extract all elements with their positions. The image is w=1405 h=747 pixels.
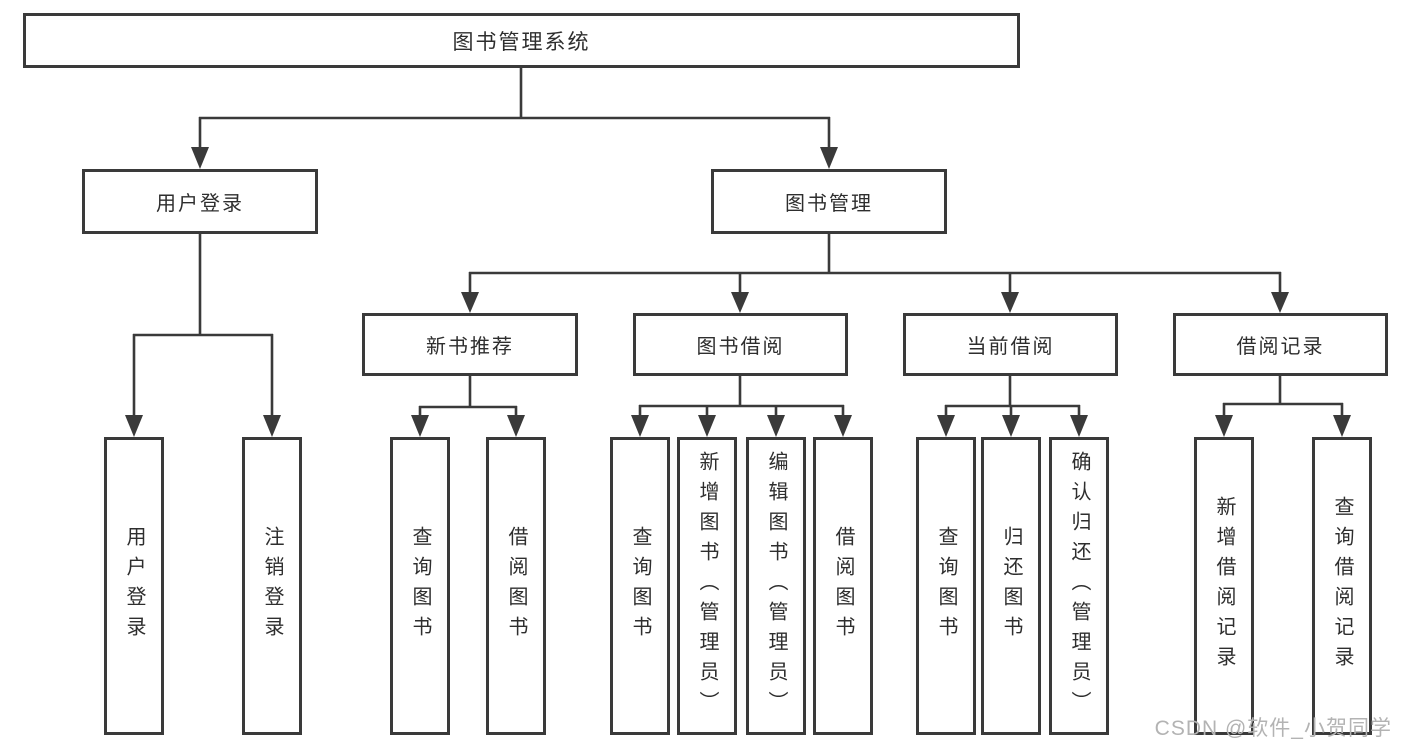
leaf-query-book-current-label: 查询图书 (935, 526, 957, 646)
node-new-book-recommend: 新书推荐 (362, 313, 578, 376)
connector-userlogin-to-leaves (132, 233, 274, 416)
leaf-query-book-current: 查询图书 (916, 437, 976, 735)
node-current-borrowing: 当前借阅 (903, 313, 1118, 376)
connector-borrowing-to-leaves (638, 376, 845, 416)
leaf-edit-book-admin-label: 编辑图书（管理员） (765, 451, 787, 721)
leaf-user-login: 用户登录 (104, 437, 164, 735)
node-book-borrowing-label: 图书借阅 (696, 336, 785, 358)
connector-bookmgmt-to-level3 (468, 234, 1282, 293)
leaf-borrow-book-borrowing: 借阅图书 (813, 437, 873, 735)
node-root: 图书管理系统 (23, 13, 1020, 68)
node-borrowing-records: 借阅记录 (1173, 313, 1388, 376)
node-book-management: 图书管理 (711, 169, 947, 234)
leaf-logout-label: 注销登录 (261, 526, 283, 646)
leaf-logout: 注销登录 (242, 437, 302, 735)
node-user-login-label: 用户登录 (156, 193, 244, 215)
leaf-query-book-recommend-label: 查询图书 (409, 526, 431, 646)
node-current-borrowing-label: 当前借阅 (966, 336, 1055, 358)
leaf-confirm-return-admin: 确认归还（管理员） (1049, 437, 1109, 735)
node-user-login: 用户登录 (82, 169, 318, 234)
connector-records-to-leaves (1222, 376, 1344, 416)
leaf-user-login-label: 用户登录 (123, 526, 145, 646)
leaf-query-borrow-record: 查询借阅记录 (1312, 437, 1372, 735)
node-root-label: 图书管理系统 (452, 30, 591, 54)
leaf-borrow-book-recommend-label: 借阅图书 (505, 526, 527, 646)
arrowheads (125, 147, 1351, 437)
leaf-query-book-recommend: 查询图书 (390, 437, 450, 735)
connector-root-to-level2 (198, 68, 831, 148)
leaf-borrow-book-borrowing-label: 借阅图书 (832, 526, 854, 646)
node-new-book-recommend-label: 新书推荐 (426, 336, 514, 358)
connector-current-to-leaves (944, 376, 1081, 416)
leaf-query-book-borrowing: 查询图书 (610, 437, 670, 735)
leaf-return-book-label: 归还图书 (1000, 526, 1022, 646)
leaf-query-book-borrowing-label: 查询图书 (629, 526, 651, 646)
leaf-add-book-admin-label: 新增图书（管理员） (696, 451, 718, 721)
leaf-add-borrow-record: 新增借阅记录 (1194, 437, 1254, 735)
leaf-add-borrow-record-label: 新增借阅记录 (1213, 496, 1235, 676)
leaf-add-book-admin: 新增图书（管理员） (677, 437, 737, 735)
node-borrowing-records-label: 借阅记录 (1236, 336, 1325, 358)
node-book-management-label: 图书管理 (785, 193, 873, 215)
connector-recommend-to-leaves (418, 376, 518, 416)
leaf-return-book: 归还图书 (981, 437, 1041, 735)
leaf-confirm-return-admin-label: 确认归还（管理员） (1068, 451, 1090, 721)
leaf-query-borrow-record-label: 查询借阅记录 (1331, 496, 1353, 676)
watermark: CSDN @软件_小贺同学 (1154, 717, 1392, 740)
leaf-edit-book-admin: 编辑图书（管理员） (746, 437, 806, 735)
node-book-borrowing: 图书借阅 (633, 313, 848, 376)
leaf-borrow-book-recommend: 借阅图书 (486, 437, 546, 735)
